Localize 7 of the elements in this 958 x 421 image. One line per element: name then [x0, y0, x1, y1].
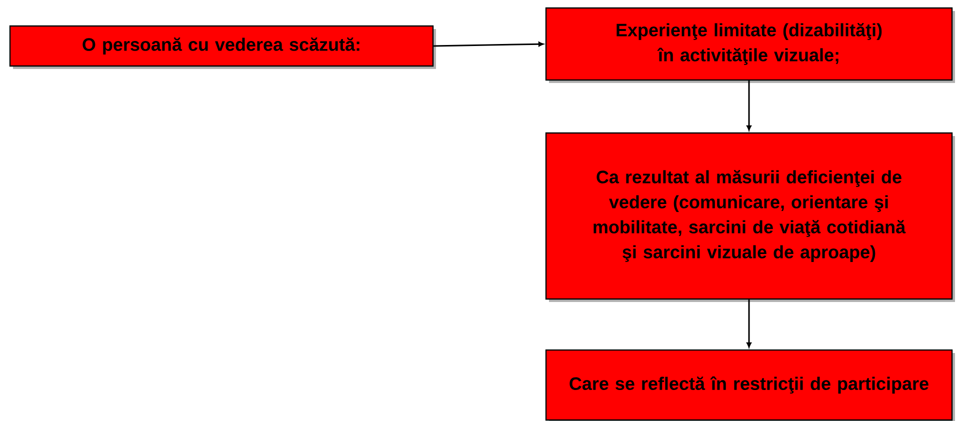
process-box: Experienţe limitate (dizabilităţi) în activităţile vizuale;: [545, 7, 955, 83]
arrow: [434, 42, 544, 47]
process-box: O persoană cu vederea scăzută:: [9, 25, 436, 69]
arrow: [746, 300, 752, 348]
process-box: Care se reflectă în restricţii de participare: [545, 349, 955, 421]
process-box: Ca rezultat al măsurii deficienţei de vedere (comunicare, orientare şi mobilitate, sarcini de viaţă cotidiană şi sarcini vizuale de aproape): [545, 132, 955, 302]
arrow: [746, 80, 752, 131]
